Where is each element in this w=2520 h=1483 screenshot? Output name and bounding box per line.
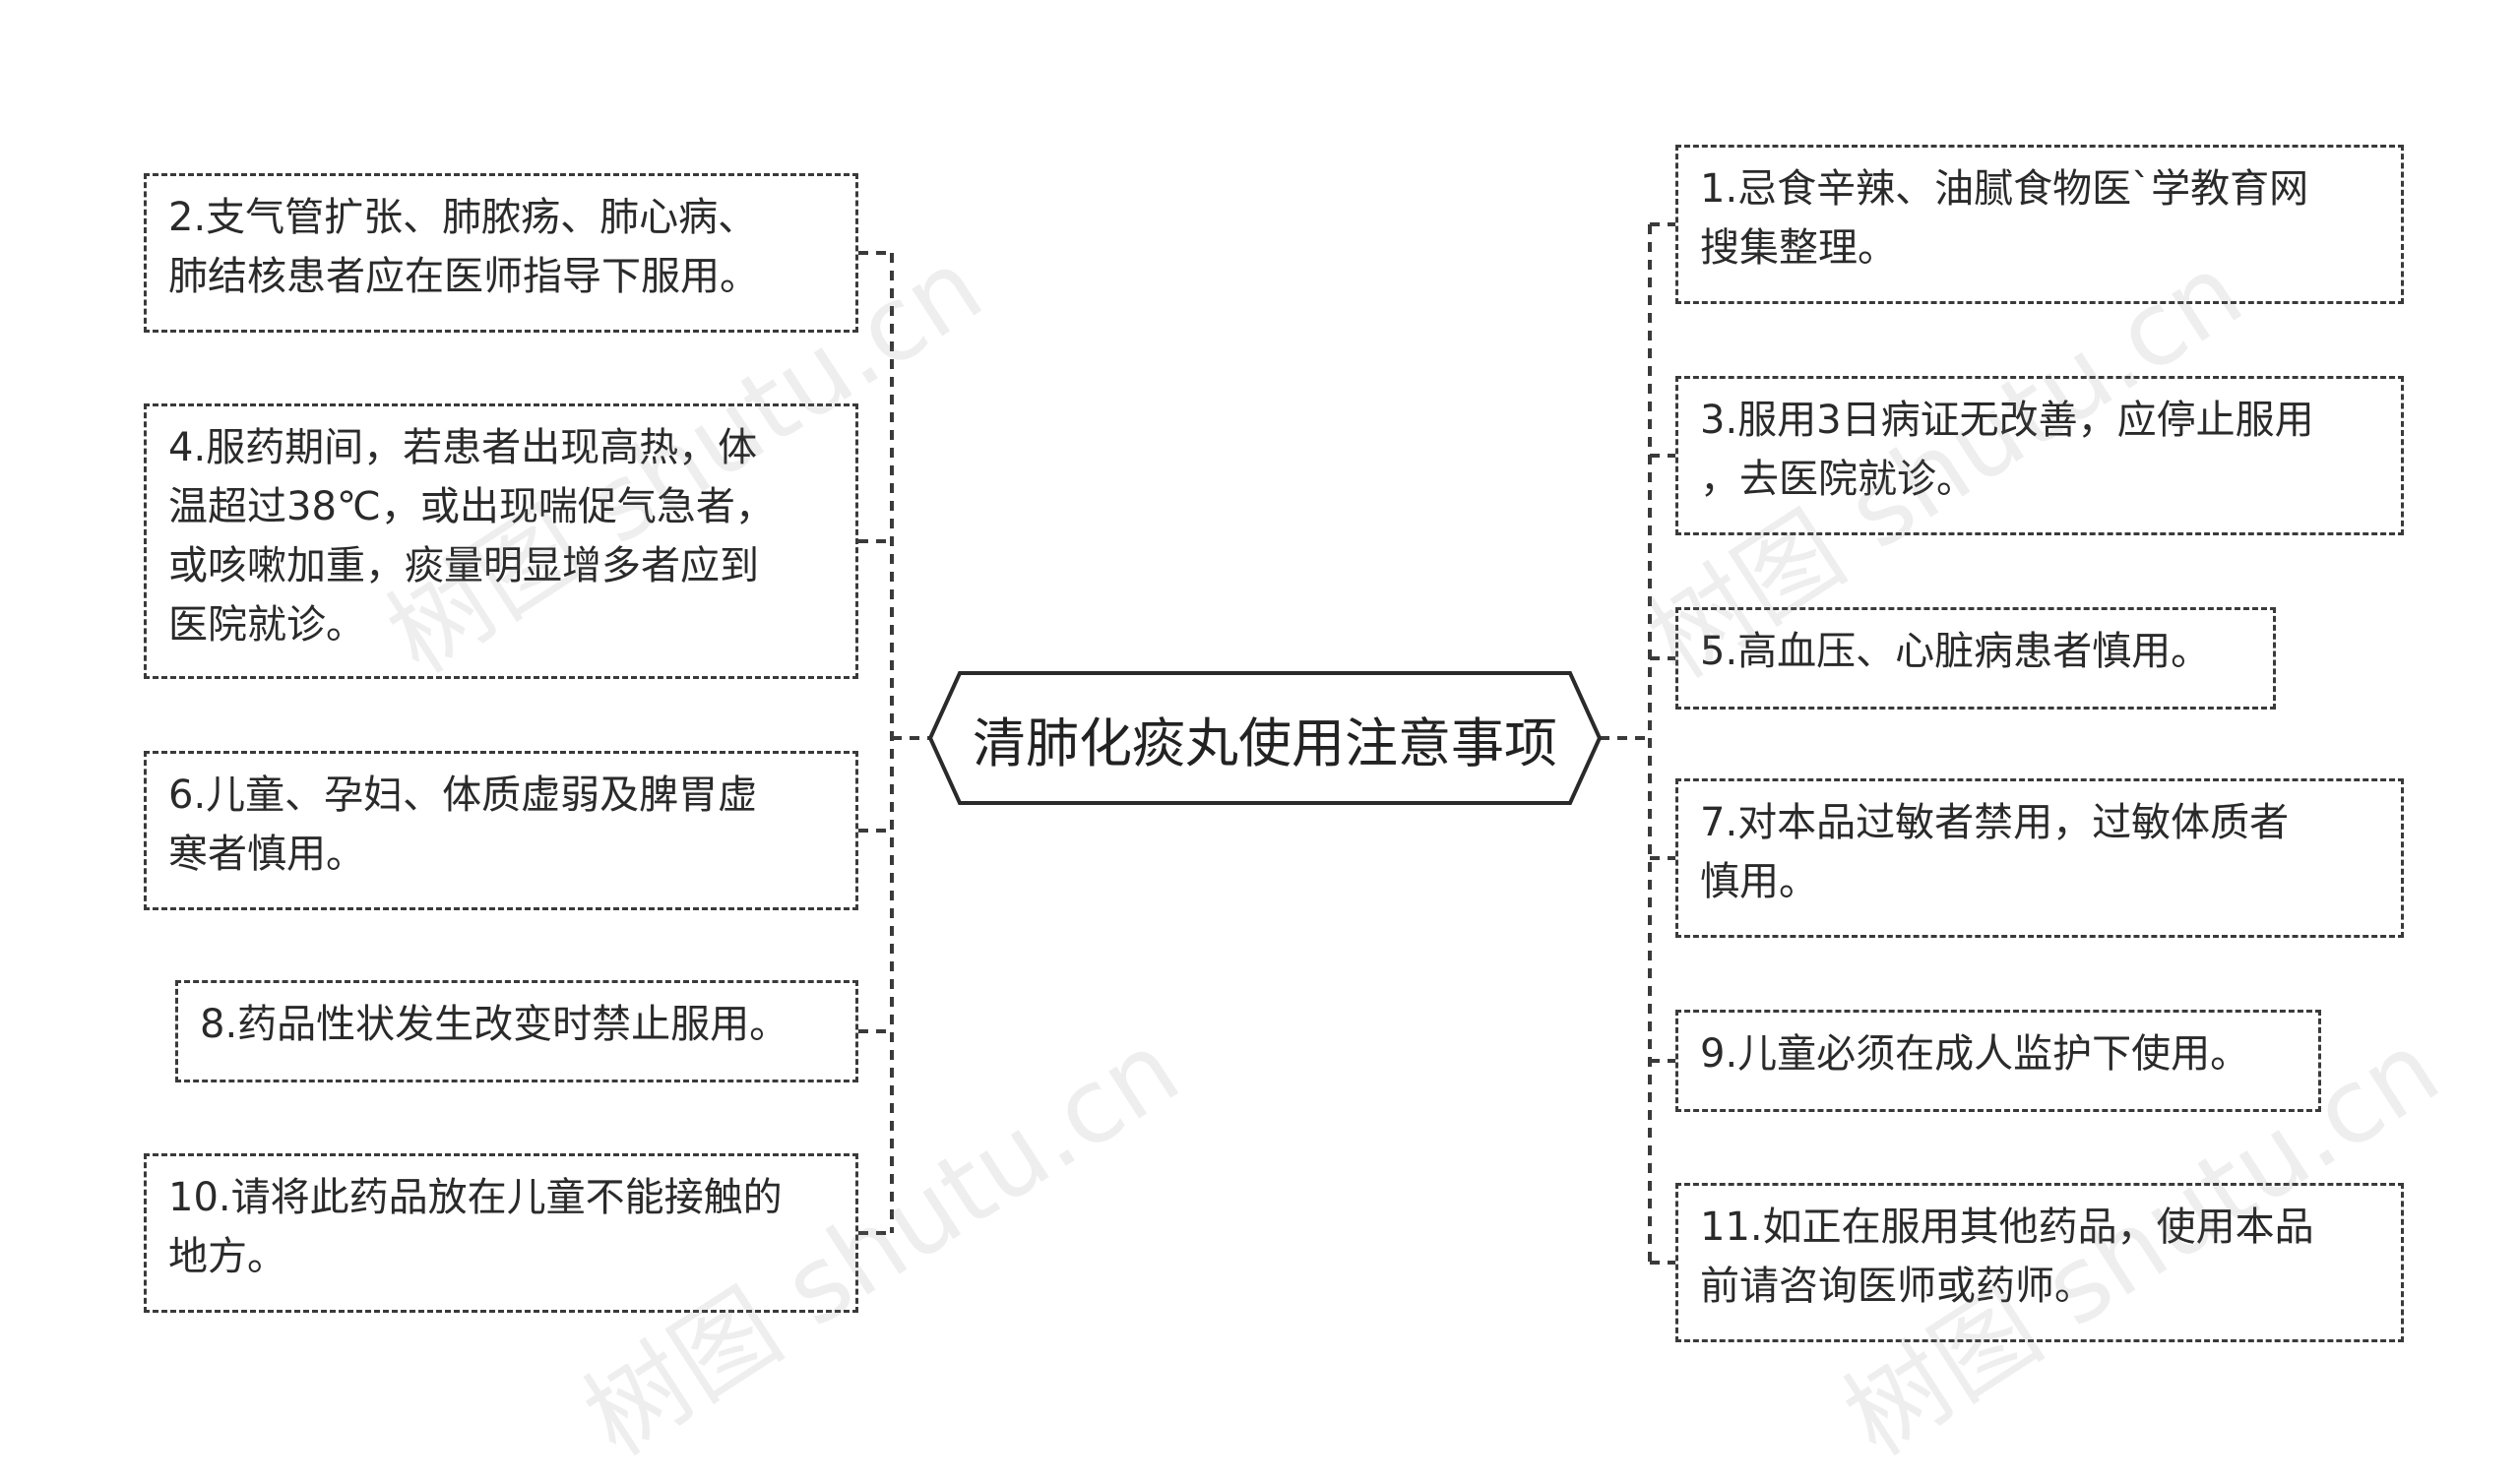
topic-node-n11: 11.如正在服用其他药品，使用本品前请咨询医师或药师。 (1675, 1183, 2404, 1342)
topic-node-text: 1.忌食辛辣、油腻食物医`学教育网 (1700, 166, 2309, 212)
topic-node-text: 肺结核患者应在医师指导下服用。 (168, 254, 759, 299)
topic-node-n2: 2.支气管扩张、肺脓疡、肺心病、肺结核患者应在医师指导下服用。 (144, 173, 858, 333)
topic-node-n3: 3.服用3日病证无改善，应停止服用 ，去医院就诊。 (1675, 376, 2404, 535)
topic-node-text: 3.服用3日病证无改善，应停止服用 (1700, 398, 2314, 443)
topic-node-n5: 5.高血压、心脏病患者慎用。 (1675, 607, 2276, 710)
topic-node-text: 4.服药期间，若患者出现高热，体 (168, 425, 758, 470)
topic-node-text: 地方。 (168, 1234, 286, 1279)
topic-node-text: 医院就诊。 (168, 602, 365, 648)
topic-node-n8: 8.药品性状发生改变时禁止服用。 (175, 980, 858, 1082)
topic-node-text: 搜集整理。 (1700, 225, 1897, 271)
topic-node-text: 5.高血压、心脏病患者慎用。 (1700, 629, 2211, 674)
center-node-shape (927, 671, 1603, 805)
topic-node-text: 10.请将此药品放在儿童不能接触的 (168, 1175, 783, 1220)
topic-node-text: 前请咨询医师或药师。 (1700, 1264, 2094, 1309)
topic-node-n9: 9.儿童必须在成人监护下使用。 (1675, 1010, 2321, 1112)
topic-node-text: 温超过38℃，或出现喘促气急者， (168, 484, 775, 529)
topic-node-n6: 6.儿童、孕妇、体质虚弱及脾胃虚寒者慎用。 (144, 751, 858, 910)
topic-node-n10: 10.请将此药品放在儿童不能接触的地方。 (144, 1153, 858, 1313)
topic-node-text: 寒者慎用。 (168, 832, 365, 877)
topic-node-text: ，去医院就诊。 (1700, 457, 1976, 502)
topic-node-text: 2.支气管扩张、肺脓疡、肺心病、 (168, 195, 758, 240)
center-node-title: 清肺化痰丸使用注意事项 (973, 711, 1557, 774)
topic-node-text: 或咳嗽加重，痰量明显增多者应到 (168, 543, 759, 588)
topic-node-text: 7.对本品过敏者禁用，过敏体质者 (1700, 800, 2290, 845)
topic-node-text: 8.药品性状发生改变时禁止服用。 (200, 1002, 789, 1047)
topic-node-text: 6.儿童、孕妇、体质虚弱及脾胃虚 (168, 772, 758, 818)
topic-node-text: 9.儿童必须在成人监护下使用。 (1700, 1031, 2250, 1077)
topic-node-n7: 7.对本品过敏者禁用，过敏体质者慎用。 (1675, 778, 2404, 938)
topic-node-n1: 1.忌食辛辣、油腻食物医`学教育网搜集整理。 (1675, 145, 2404, 304)
topic-node-n4: 4.服药期间，若患者出现高热，体温超过38℃，或出现喘促气急者， 或咳嗽加重，痰量… (144, 403, 858, 679)
topic-node-text: 慎用。 (1700, 859, 1818, 904)
topic-node-text: 11.如正在服用其他药品，使用本品 (1700, 1205, 2314, 1250)
